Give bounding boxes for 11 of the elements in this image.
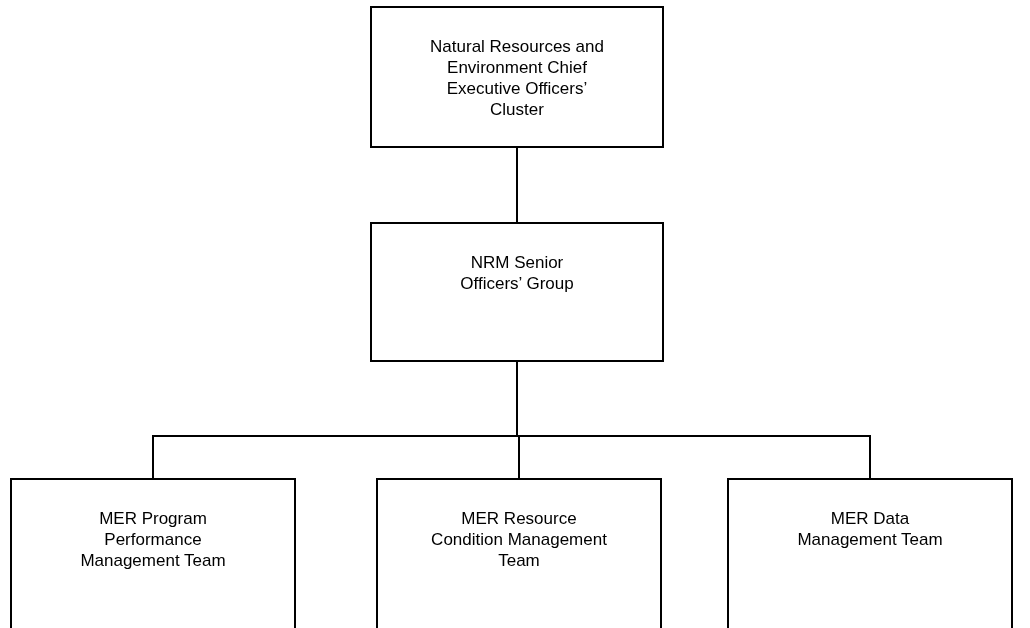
org-box <box>10 478 296 628</box>
box-label: MER Resource Condition Management Team <box>430 508 608 572</box>
org-box <box>727 478 1013 628</box>
box-label: Natural Resources and Environment Chief Executive Officers’ Cluster <box>429 36 605 121</box>
org-box <box>370 6 664 148</box>
box-label: MER Program Performance Management Team <box>79 508 227 572</box>
connector-line <box>516 147 518 223</box>
box-label: NRM Senior Officers’ Group <box>459 252 575 295</box>
org-box <box>370 222 664 362</box>
org-box <box>376 478 662 628</box>
box-label: MER Data Management Team <box>796 508 944 551</box>
